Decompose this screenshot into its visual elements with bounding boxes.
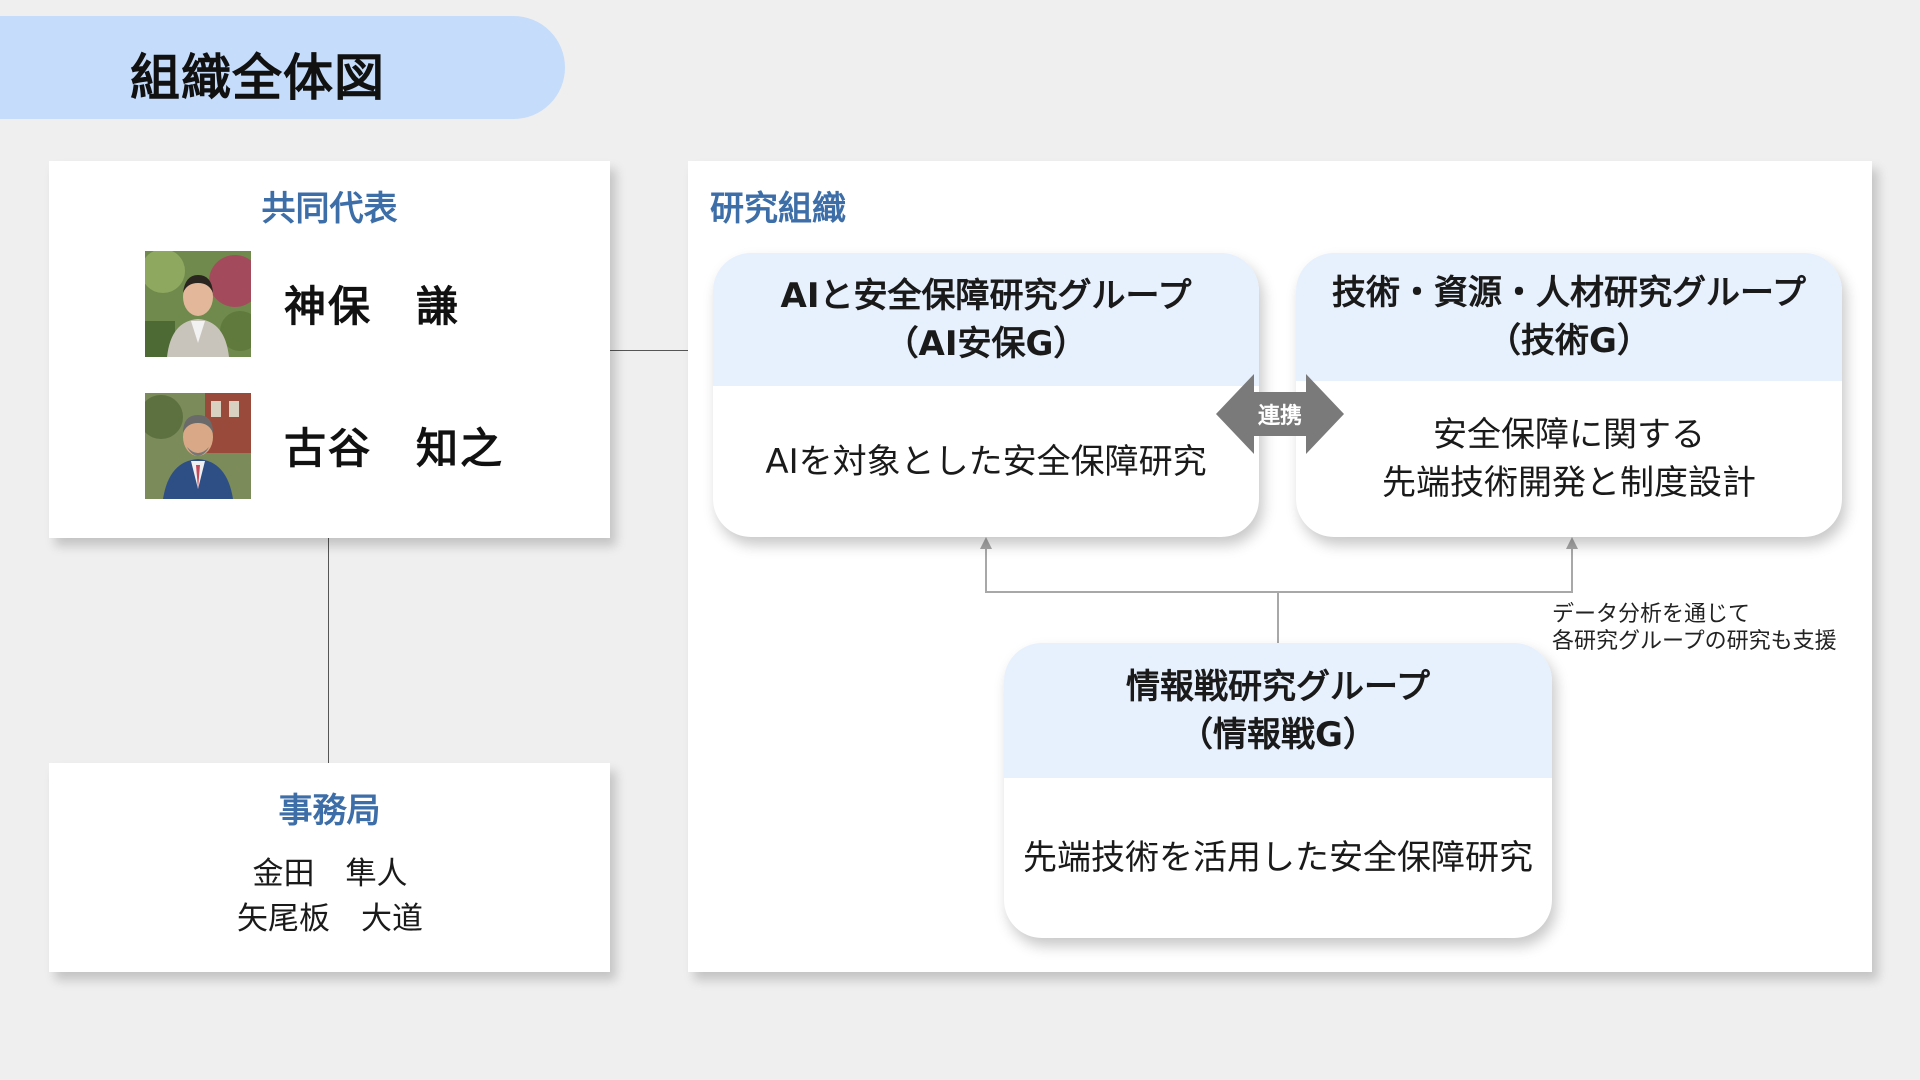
group-description: AIを対象とした安全保障研究 xyxy=(765,438,1206,486)
support-line-left xyxy=(985,548,987,593)
group-title-line1: 情報戦研究グループ xyxy=(1126,663,1430,711)
group-header: AIと安全保障研究グループ （AI安保G） xyxy=(713,253,1259,386)
arrow-up-icon xyxy=(1566,537,1578,549)
connector-reps-to-office xyxy=(328,538,329,763)
representative-name-1: 神保 謙 xyxy=(284,273,460,334)
group-header: 情報戦研究グループ （情報戦G） xyxy=(1004,643,1552,778)
group-description-line1: 安全保障に関する xyxy=(1433,411,1705,459)
page-title: 組織全体図 xyxy=(130,38,385,110)
office-member-1: 金田 隼人 xyxy=(50,848,610,893)
arrow-up-icon xyxy=(980,537,992,549)
group-description: 先端技術を活用した安全保障研究 xyxy=(1023,834,1533,882)
support-note-line2: 各研究グループの研究も支援 xyxy=(1552,628,1837,655)
group-title-line1: AIと安全保障研究グループ xyxy=(781,272,1192,320)
group-title-line2: （AI安保G） xyxy=(885,320,1088,368)
group-card-technology: 技術・資源・人材研究グループ （技術G） 安全保障に関する 先端技術開発と制度設… xyxy=(1296,253,1842,537)
person-photo-icon xyxy=(145,251,251,357)
group-title-line2: （技術G） xyxy=(1487,317,1651,365)
group-card-information-warfare: 情報戦研究グループ （情報戦G） 先端技術を活用した安全保障研究 xyxy=(1004,643,1552,938)
group-body: 先端技術を活用した安全保障研究 xyxy=(1004,778,1552,938)
representative-name-2: 古谷 知之 xyxy=(284,415,504,476)
group-header: 技術・資源・人材研究グループ （技術G） xyxy=(1296,253,1842,381)
group-body: AIを対象とした安全保障研究 xyxy=(713,386,1259,537)
link-label: 連携 xyxy=(1216,398,1344,430)
group-title-line2: （情報戦G） xyxy=(1179,711,1377,759)
person-photo-icon xyxy=(145,393,251,499)
support-note-line1: データ分析を通じて xyxy=(1552,601,1837,628)
group-card-ai-security: AIと安全保障研究グループ （AI安保G） AIを対象とした安全保障研究 xyxy=(713,253,1259,537)
support-line-horizontal xyxy=(985,591,1573,593)
research-heading: 研究組織 xyxy=(710,181,846,230)
representatives-heading: 共同代表 xyxy=(49,181,610,230)
office-heading: 事務局 xyxy=(49,783,610,832)
representatives-panel: 共同代表 神保 謙 古谷 知之 xyxy=(49,161,610,538)
support-line-stem xyxy=(1277,591,1279,643)
group-body: 安全保障に関する 先端技術開発と制度設計 xyxy=(1296,381,1842,537)
group-description-line2: 先端技術開発と制度設計 xyxy=(1382,459,1756,507)
connector-reps-to-research xyxy=(610,350,688,351)
support-line-right xyxy=(1571,548,1573,593)
support-note: データ分析を通じて 各研究グループの研究も支援 xyxy=(1552,601,1837,655)
office-member-2: 矢尾板 大道 xyxy=(50,893,610,938)
group-title-line1: 技術・資源・人材研究グループ xyxy=(1332,269,1806,317)
